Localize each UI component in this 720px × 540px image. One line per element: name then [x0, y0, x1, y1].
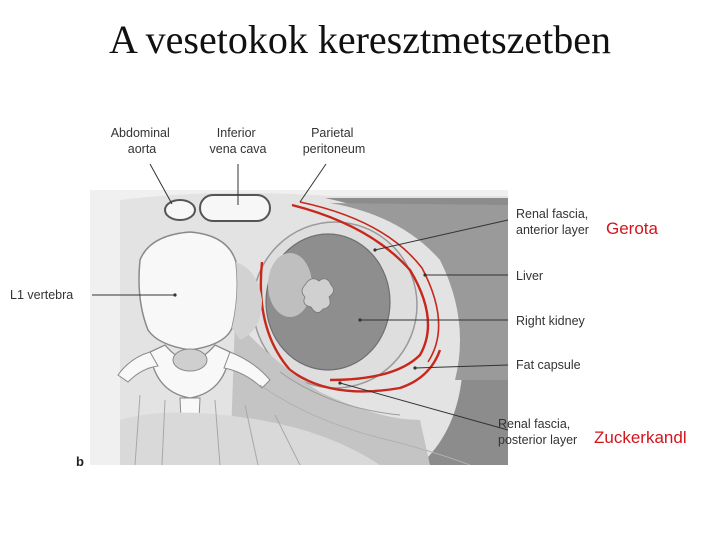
leader-fascia-posterior — [339, 382, 509, 431]
label-inferior-vena-cava: Inferior vena cava — [210, 126, 267, 156]
posterior-wall-line — [259, 384, 471, 465]
leader-aorta — [149, 163, 173, 205]
leader-fat-capsule — [414, 364, 509, 369]
back-muscle-lines — [134, 394, 301, 465]
back-muscles — [120, 412, 380, 465]
label-fat-capsule: Fat capsule — [516, 358, 581, 372]
renal-sinus — [268, 253, 312, 317]
label-gerota: Gerota — [606, 219, 659, 238]
label-renal-fascia-anterior: Renal fascia, anterior layer — [516, 207, 592, 237]
transverse-process-right — [223, 351, 271, 389]
label-abdominal-aorta: Abdominal aorta — [111, 126, 174, 156]
label-parietal-peritoneum: Parietal peritoneum — [303, 126, 366, 156]
leader-lines — [92, 163, 509, 431]
slide-title: A vesetokok keresztmetszetben — [108, 17, 612, 62]
renal-pelvis — [301, 278, 334, 313]
renal-fascia-anterior-line — [291, 203, 430, 382]
label-liver: Liver — [516, 269, 543, 283]
panel-letter: b — [76, 454, 84, 469]
aorta — [164, 199, 196, 221]
psoas-muscle — [232, 262, 262, 340]
label-zuckerkandl: Zuckerkandl — [594, 428, 687, 447]
spinal-canal — [172, 348, 208, 372]
renal-fascia-posterior-line — [259, 261, 442, 393]
label-right-kidney: Right kidney — [516, 314, 586, 328]
inferior-vena-cava — [199, 194, 271, 222]
label-renal-fascia-posterior: Renal fascia, posterior layer — [498, 417, 577, 447]
anatomy-illustration — [90, 190, 508, 465]
transverse-process-left — [117, 351, 159, 383]
muscle-line — [279, 371, 401, 416]
label-l1-vertebra: L1 vertebra — [10, 288, 73, 302]
vertebral-body — [138, 231, 239, 351]
leader-peritoneum — [299, 163, 327, 203]
liver-shading — [330, 203, 508, 380]
leader-fascia-anterior — [374, 219, 509, 251]
parietal-peritoneum-line — [299, 201, 440, 363]
leader-dots — [173, 248, 427, 385]
